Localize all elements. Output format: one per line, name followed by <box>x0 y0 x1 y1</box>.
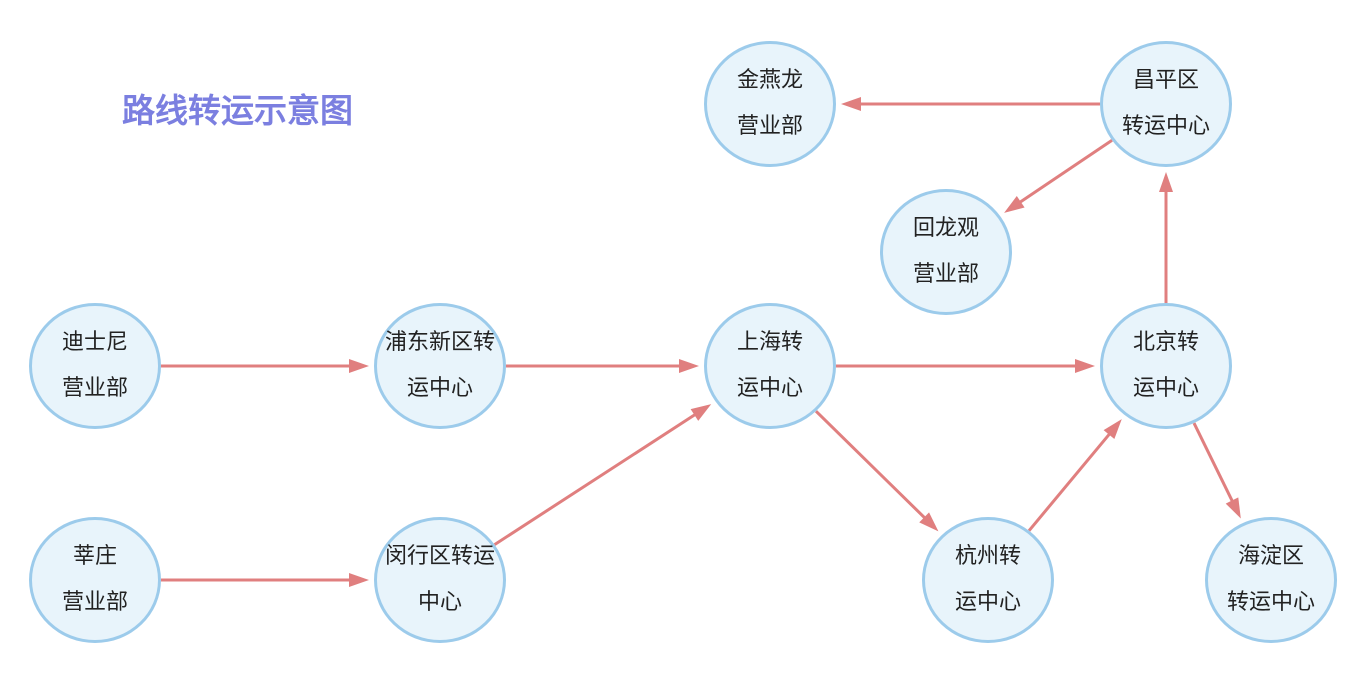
arrowhead <box>1103 419 1122 440</box>
edge-arrow-pudong-to-shanghai <box>506 359 699 373</box>
diagram-title: 路线转运示意图 <box>122 91 353 130</box>
arrowhead <box>349 573 369 587</box>
edge-arrow-changping-to-huilongguan <box>1004 139 1113 213</box>
node-label-line1: 北京转 <box>1132 330 1199 355</box>
arrowhead <box>1159 172 1173 192</box>
node-label-line1: 闵行区转运 <box>384 544 495 569</box>
node-hangzhou: 杭州转 运中心 <box>922 517 1054 643</box>
edge-line <box>1018 139 1113 205</box>
node-xinzhuang: 莘庄 营业部 <box>29 517 161 643</box>
arrowhead <box>349 359 369 373</box>
arrowhead <box>841 97 861 111</box>
node-label-line2: 营业部 <box>736 114 803 139</box>
edge-line <box>1192 422 1235 503</box>
edge-arrow-shanghai-to-beijing <box>836 359 1095 373</box>
node-label-line1: 杭州转 <box>954 544 1021 569</box>
node-jinyanlong: 金燕龙 营业部 <box>704 41 836 167</box>
arrowhead <box>679 359 699 373</box>
arrowhead <box>1225 497 1241 519</box>
node-label-line1: 浦东新区转 <box>384 330 495 355</box>
node-label-line2: 营业部 <box>61 376 128 401</box>
node-label-line2: 运中心 <box>736 376 803 401</box>
node-label-line2: 运中心 <box>1132 376 1199 401</box>
edge-arrow-disney-to-pudong <box>161 359 369 373</box>
node-label-line1: 昌平区 <box>1132 68 1199 93</box>
node-label-line2: 运中心 <box>954 590 1021 615</box>
edge-arrow-beijing-to-haidian <box>1192 422 1241 519</box>
arrowhead <box>1075 359 1095 373</box>
node-label-line2: 中心 <box>417 590 462 615</box>
arrowhead <box>690 404 712 421</box>
node-label-line1: 海淀区 <box>1237 544 1304 569</box>
edge-arrow-minhang-to-shanghai <box>493 404 712 546</box>
node-label-line2: 营业部 <box>912 262 979 287</box>
node-label-line2: 营业部 <box>61 590 128 615</box>
node-label-line1: 上海转 <box>736 330 803 355</box>
node-label-line1: 迪士尼 <box>61 330 128 355</box>
node-haidian: 海淀区 转运中心 <box>1205 517 1337 643</box>
node-label-line2: 转运中心 <box>1121 114 1210 139</box>
edge-arrow-beijing-to-changping <box>1159 172 1173 303</box>
node-label-line2: 运中心 <box>406 376 473 401</box>
edge-arrow-hangzhou-to-beijing <box>1027 419 1122 532</box>
edge-line <box>493 412 697 546</box>
node-huilongguan: 回龙观 营业部 <box>880 189 1012 315</box>
edge-arrow-changping-to-jinyanlong <box>841 97 1100 111</box>
node-changping: 昌平区 转运中心 <box>1100 41 1232 167</box>
edge-arrow-shanghai-to-hangzhou <box>814 410 939 532</box>
node-beijing: 北京转 运中心 <box>1100 303 1232 429</box>
node-label-line1: 莘庄 <box>72 544 117 569</box>
node-shanghai: 上海转 运中心 <box>704 303 836 429</box>
arrowhead <box>1004 195 1025 213</box>
node-minhang: 闵行区转运 中心 <box>374 517 506 643</box>
node-label-line1: 回龙观 <box>912 216 979 241</box>
edge-line <box>814 410 927 520</box>
node-label-line1: 金燕龙 <box>736 68 803 93</box>
node-pudong: 浦东新区转 运中心 <box>374 303 506 429</box>
node-label-line2: 转运中心 <box>1226 590 1315 615</box>
node-disney: 迪士尼 营业部 <box>29 303 161 429</box>
edge-line <box>1027 432 1112 532</box>
edge-arrow-xinzhuang-to-minhang <box>161 573 369 587</box>
arrowhead <box>919 512 939 532</box>
